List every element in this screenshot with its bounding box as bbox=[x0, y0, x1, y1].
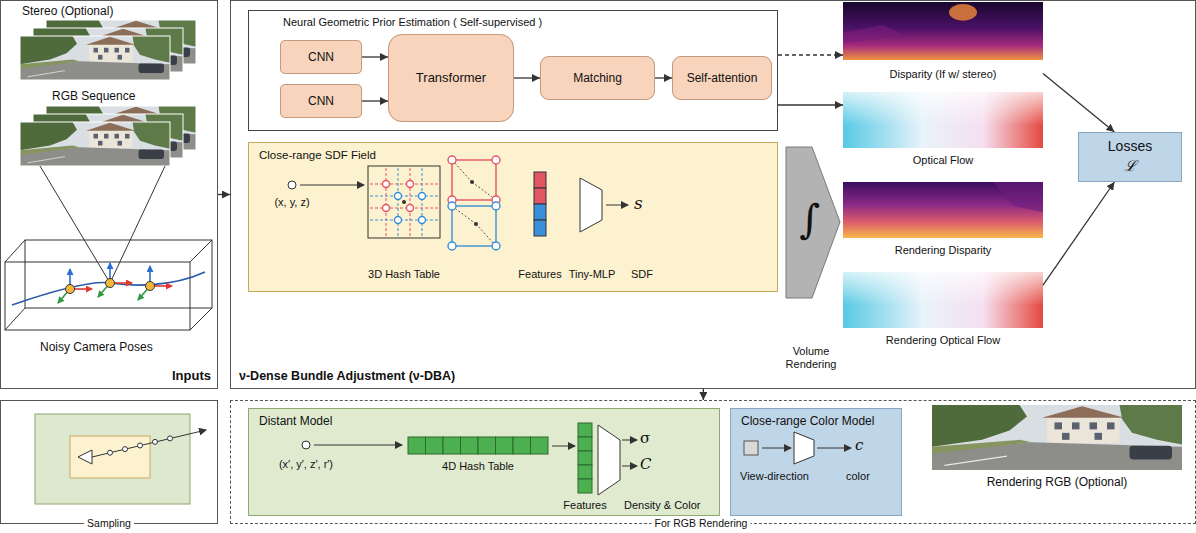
component-label: color bbox=[846, 470, 870, 483]
box-fill bbox=[280, 40, 362, 74]
symbol-label: c bbox=[855, 436, 863, 454]
image-panel: Rendering Disparity bbox=[843, 182, 1043, 270]
arrow-connector bbox=[778, 54, 843, 55]
node-label: Losses bbox=[1108, 138, 1152, 155]
node-label: Close-range SDF Field bbox=[259, 148, 376, 162]
component-label: Features bbox=[518, 268, 561, 281]
box-label: Matching bbox=[573, 71, 622, 85]
box-label: CNN bbox=[308, 94, 334, 108]
camera-trajectory bbox=[5, 166, 212, 330]
process-box: Matching bbox=[540, 56, 655, 100]
node-label: Rendering Optical Flow bbox=[886, 334, 1000, 347]
box-fill bbox=[540, 56, 655, 100]
arrow-connector bbox=[1043, 182, 1114, 285]
process-box: Self-attention bbox=[672, 56, 772, 100]
distant-model-illustration bbox=[302, 423, 637, 495]
stereo-images bbox=[20, 20, 196, 80]
image-panel: Rendering Optical Flow bbox=[843, 272, 1043, 360]
component-label: Density & Color bbox=[624, 499, 700, 512]
box-fill bbox=[1078, 132, 1182, 182]
node-label: Rendering RGB (Optional) bbox=[987, 475, 1128, 489]
arrow-connector bbox=[1043, 73, 1114, 132]
box-fill bbox=[248, 408, 720, 516]
arrow-connector bbox=[218, 194, 230, 195]
coordinate-label: (x′, y′, z′, r′) bbox=[279, 458, 333, 471]
rgb-rendering-panel: For RGB RenderingDistant ModelClose-rang… bbox=[230, 400, 1196, 524]
sdf-field-box: Close-range SDF Field bbox=[248, 142, 778, 292]
arrow-connector bbox=[362, 100, 388, 101]
input-label: Stereo (Optional) bbox=[22, 4, 113, 18]
symbol-label: C bbox=[640, 455, 651, 473]
component-label: 3D Hash Table bbox=[368, 268, 440, 281]
image-panel: Optical Flow bbox=[843, 92, 1043, 180]
image-panel: Disparity (If w/ stereo) bbox=[843, 2, 1043, 86]
image-panel: Rendering RGB (Optional) bbox=[932, 405, 1182, 505]
process-box: CNN bbox=[280, 84, 362, 118]
node-label: ν-Dense Bundle Adjustment (ν-DBA) bbox=[239, 369, 455, 384]
node-label: Inputs bbox=[172, 368, 211, 384]
symbol-label: σ bbox=[640, 429, 650, 447]
component-label: SDF bbox=[631, 268, 653, 281]
node-label: Optical Flow bbox=[913, 154, 974, 167]
color-model-box: Close-range Color Model bbox=[730, 408, 902, 516]
color-model-illustration bbox=[744, 432, 851, 464]
box-fill bbox=[248, 10, 778, 131]
arrow-connector bbox=[514, 77, 540, 78]
arrow-connector bbox=[778, 104, 843, 105]
node-label: Volume Rendering bbox=[781, 345, 841, 371]
node-label: Disparity (If w/ stereo) bbox=[890, 68, 997, 81]
input-label: RGB Sequence bbox=[52, 89, 135, 103]
node-label: Sampling bbox=[84, 517, 134, 530]
component-label: Features bbox=[563, 499, 606, 512]
process-box: Transformer bbox=[388, 34, 514, 122]
sampling-panel: Sampling bbox=[0, 400, 218, 524]
arrow-connector bbox=[655, 77, 672, 78]
node-label: Close-range Color Model bbox=[741, 414, 874, 428]
box-fill bbox=[730, 408, 902, 516]
box-label: Transformer bbox=[416, 70, 486, 86]
component-label: 4D Hash Table bbox=[442, 460, 514, 473]
box-fill bbox=[672, 56, 772, 100]
node-label: ∫ bbox=[800, 195, 821, 243]
volume-rendering: ∫ Volume Rendering bbox=[780, 145, 842, 373]
process-box: CNN bbox=[280, 40, 362, 74]
box-fill bbox=[280, 84, 362, 118]
component-label: Tiny-MLP bbox=[569, 268, 616, 281]
sampling-illustration bbox=[35, 414, 206, 504]
node-label: Rendering Disparity bbox=[895, 244, 992, 257]
node-label: ℒ bbox=[1124, 157, 1136, 175]
rgb-sequence-images bbox=[20, 106, 196, 166]
volume-rendering-shape bbox=[786, 147, 840, 298]
box-label: Self-attention bbox=[687, 71, 758, 85]
coordinate-label: (x, y, z) bbox=[274, 196, 309, 209]
input-label: Noisy Camera Poses bbox=[40, 340, 153, 354]
node-label: Neural Geometric Prior Estimation ( Self… bbox=[283, 16, 542, 29]
box-label: CNN bbox=[308, 50, 334, 64]
box-fill bbox=[248, 142, 778, 292]
node-label: Distant Model bbox=[259, 414, 332, 428]
box-fill bbox=[388, 34, 514, 122]
dba-panel: ν-Dense Bundle Adjustment (ν-DBA) Neural … bbox=[230, 0, 1196, 389]
sdf-illustration bbox=[288, 156, 628, 250]
arrow-connector bbox=[703, 389, 704, 400]
prior-estimation-box: Neural Geometric Prior Estimation ( Self… bbox=[248, 10, 778, 131]
symbol-label: s bbox=[634, 193, 643, 213]
input-panel: Inputs bbox=[0, 0, 218, 389]
node-label: For RGB Rendering bbox=[652, 517, 751, 530]
loss-box: Lossesℒ bbox=[1078, 132, 1182, 182]
arrow-connector bbox=[362, 56, 388, 57]
component-label: View-direction bbox=[740, 470, 809, 483]
